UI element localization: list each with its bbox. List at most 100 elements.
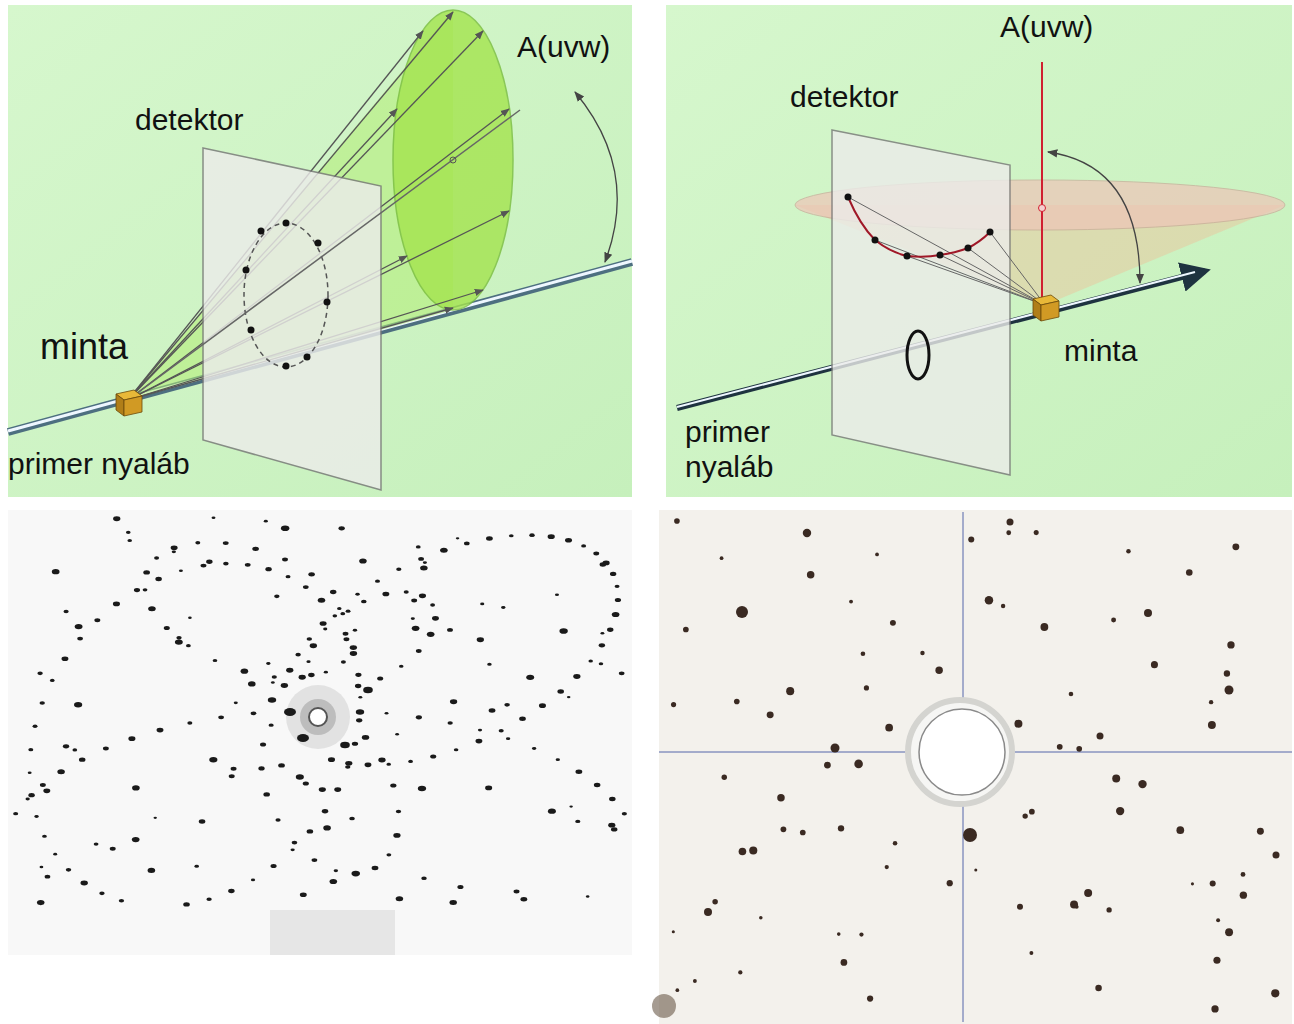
laue-spot bbox=[223, 562, 229, 566]
laue-spot bbox=[506, 737, 510, 740]
laue-spot bbox=[1029, 951, 1033, 955]
laue-spot bbox=[864, 685, 869, 690]
laue-spot bbox=[340, 742, 350, 748]
laue-spot bbox=[557, 689, 564, 693]
diffracted-ray bbox=[940, 255, 1045, 305]
laue-spot bbox=[355, 684, 361, 688]
laue-spot bbox=[352, 871, 360, 877]
laue-spot bbox=[1176, 826, 1184, 834]
laue-spot bbox=[674, 518, 680, 524]
laue-spot bbox=[767, 711, 774, 718]
laue-spot bbox=[1022, 813, 1027, 818]
laue-spot bbox=[1208, 721, 1216, 729]
laue-spot bbox=[704, 908, 712, 916]
laue-spot bbox=[296, 774, 304, 779]
laue-spot bbox=[1112, 775, 1120, 783]
laue-spot bbox=[1186, 569, 1193, 576]
laue-spot bbox=[1106, 907, 1111, 912]
laue-spot bbox=[555, 593, 559, 596]
laue-spot bbox=[229, 774, 235, 778]
laue-spot bbox=[361, 600, 367, 604]
photo-ground bbox=[659, 510, 1292, 1024]
laue-spot bbox=[127, 539, 132, 542]
laue-spot bbox=[195, 541, 200, 544]
laue-spot bbox=[404, 590, 409, 593]
laue-spot bbox=[421, 876, 427, 880]
laue-spot bbox=[1040, 623, 1048, 631]
laue-spot bbox=[340, 612, 345, 615]
laue-spot bbox=[920, 651, 924, 655]
laue-spot bbox=[37, 900, 45, 905]
laue-spot bbox=[594, 783, 601, 787]
laue-spot bbox=[308, 572, 315, 576]
spot bbox=[904, 253, 911, 260]
laue-spot bbox=[303, 781, 309, 785]
laue-spot bbox=[187, 721, 192, 724]
laue-spot bbox=[607, 628, 613, 632]
laue-spot bbox=[132, 785, 140, 790]
laue-spot bbox=[75, 624, 83, 629]
laue-spot bbox=[838, 825, 844, 831]
diagram-label: A(uvw) bbox=[517, 30, 610, 65]
laue-spot bbox=[800, 830, 806, 836]
laue-spot bbox=[777, 794, 784, 801]
laue-spot bbox=[861, 651, 866, 656]
laue-spot bbox=[323, 628, 327, 631]
laue-spot bbox=[292, 841, 298, 845]
laue-spot bbox=[113, 516, 120, 521]
laue-spot bbox=[854, 760, 863, 769]
laue-spot bbox=[556, 758, 560, 761]
laue-spot bbox=[499, 729, 504, 732]
laue-spot bbox=[281, 683, 288, 688]
laue-spot bbox=[385, 712, 389, 715]
laue-spot bbox=[126, 531, 131, 534]
laue-spot bbox=[893, 841, 898, 846]
laue-spot bbox=[831, 744, 840, 753]
laue-spot bbox=[26, 798, 30, 801]
spot bbox=[283, 363, 290, 370]
laue-spot bbox=[885, 865, 889, 869]
laue-spot bbox=[396, 896, 404, 901]
photo-holder-shadow bbox=[270, 910, 395, 955]
laue-spot bbox=[1210, 880, 1216, 886]
reflection-spots bbox=[243, 220, 331, 370]
laue-spot bbox=[308, 673, 315, 677]
laue-spot bbox=[611, 827, 617, 831]
laue-spot bbox=[412, 626, 420, 631]
laue-spot bbox=[372, 866, 379, 871]
laue-spot bbox=[1076, 746, 1082, 752]
laue-spot bbox=[610, 572, 616, 576]
laue-spot bbox=[99, 892, 104, 896]
laue-spot bbox=[330, 590, 336, 594]
diagram-label: minta bbox=[1064, 334, 1137, 369]
laue-spot bbox=[352, 742, 358, 746]
laue-spot bbox=[206, 897, 211, 901]
laue-spot bbox=[359, 558, 367, 563]
laue-spot bbox=[157, 728, 164, 733]
laue-spot bbox=[487, 663, 492, 666]
laue-spot bbox=[375, 579, 380, 582]
sample-crystal bbox=[124, 396, 142, 416]
laue-spot bbox=[42, 835, 47, 838]
laue-spot bbox=[66, 868, 71, 872]
laue-spot bbox=[350, 645, 357, 650]
laue-spot bbox=[803, 529, 811, 537]
laue-spot bbox=[52, 569, 60, 574]
reflection-curve bbox=[848, 197, 990, 257]
laue-spot bbox=[885, 724, 893, 732]
diagram-label: minta bbox=[40, 326, 128, 367]
beam-halo bbox=[286, 685, 350, 749]
laue-spot bbox=[264, 520, 268, 523]
laue-spot bbox=[693, 979, 697, 983]
laue-spot bbox=[529, 533, 535, 537]
laue-spot bbox=[478, 729, 482, 732]
laue-spot bbox=[266, 662, 270, 665]
laue-spot bbox=[356, 709, 364, 715]
laue-spot bbox=[504, 703, 509, 707]
laue-spot bbox=[77, 637, 83, 641]
laue-spot bbox=[310, 643, 317, 648]
panel-ground bbox=[666, 5, 1292, 497]
laue-spot bbox=[1014, 720, 1022, 728]
laue-spot bbox=[759, 916, 763, 920]
diffracted-ray bbox=[907, 256, 1045, 305]
